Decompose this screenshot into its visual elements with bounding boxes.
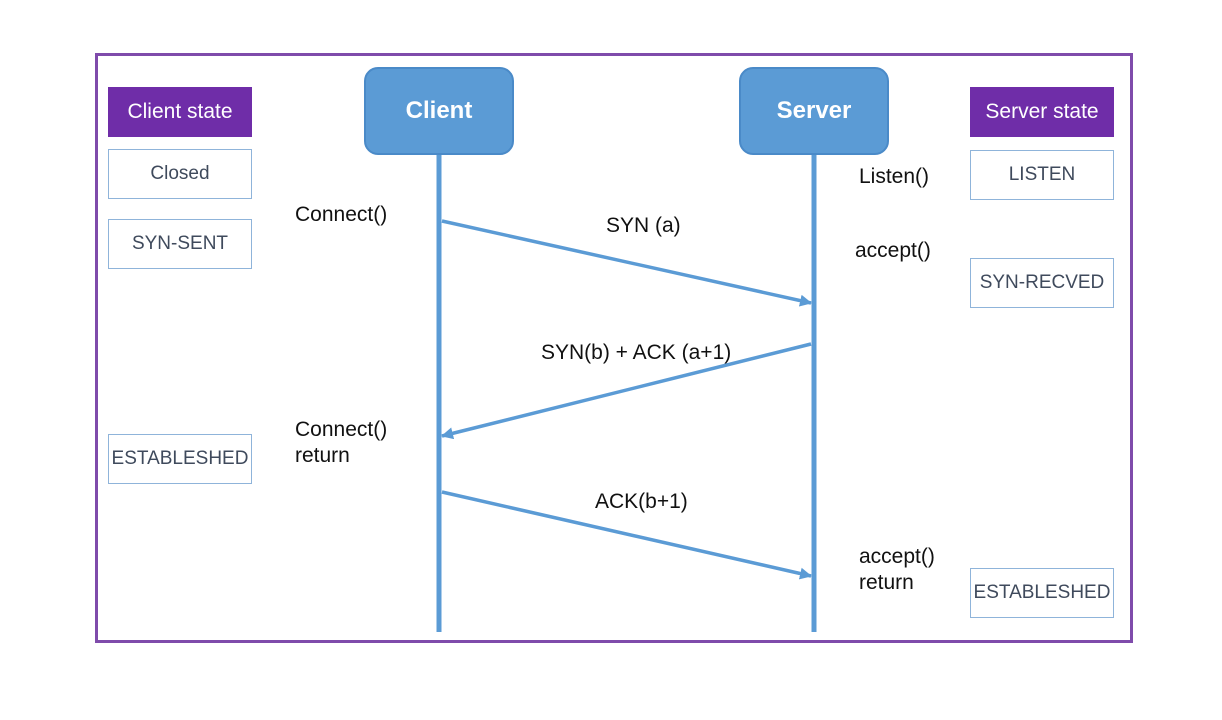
client-call-connect-return-1: Connect(): [295, 418, 388, 441]
client-state-closed: Closed: [108, 149, 252, 199]
server-state-syn-recved: SYN-RECVED: [970, 258, 1114, 308]
server-call-listen: Listen(): [859, 165, 930, 188]
client-state-established: ESTABLESHED: [108, 434, 252, 484]
syn-ack-arrow: [441, 342, 812, 440]
message-syn-ack: SYN(b) + ACK (a+1): [541, 341, 732, 364]
message-syn: SYN (a): [606, 214, 681, 237]
server-state-established: ESTABLESHED: [970, 568, 1114, 618]
ack-arrow: [441, 490, 812, 580]
server-call-accept: accept(): [855, 239, 931, 262]
server-state-header: Server state: [970, 87, 1114, 137]
server-call-accept-return-1: accept(): [859, 545, 935, 568]
server-state-listen: LISTEN: [970, 150, 1114, 200]
server-actor: Server: [739, 67, 889, 155]
client-actor: Client: [364, 67, 514, 155]
client-state-syn-sent: SYN-SENT: [108, 219, 252, 269]
client-call-connect-return-2: return: [295, 444, 350, 467]
client-call-connect: Connect(): [295, 203, 388, 226]
message-ack: ACK(b+1): [595, 490, 688, 513]
diagram-frame: [95, 53, 1133, 643]
syn-arrow: [441, 219, 812, 307]
server-call-accept-return-2: return: [859, 571, 914, 594]
client-state-header: Client state: [108, 87, 252, 137]
